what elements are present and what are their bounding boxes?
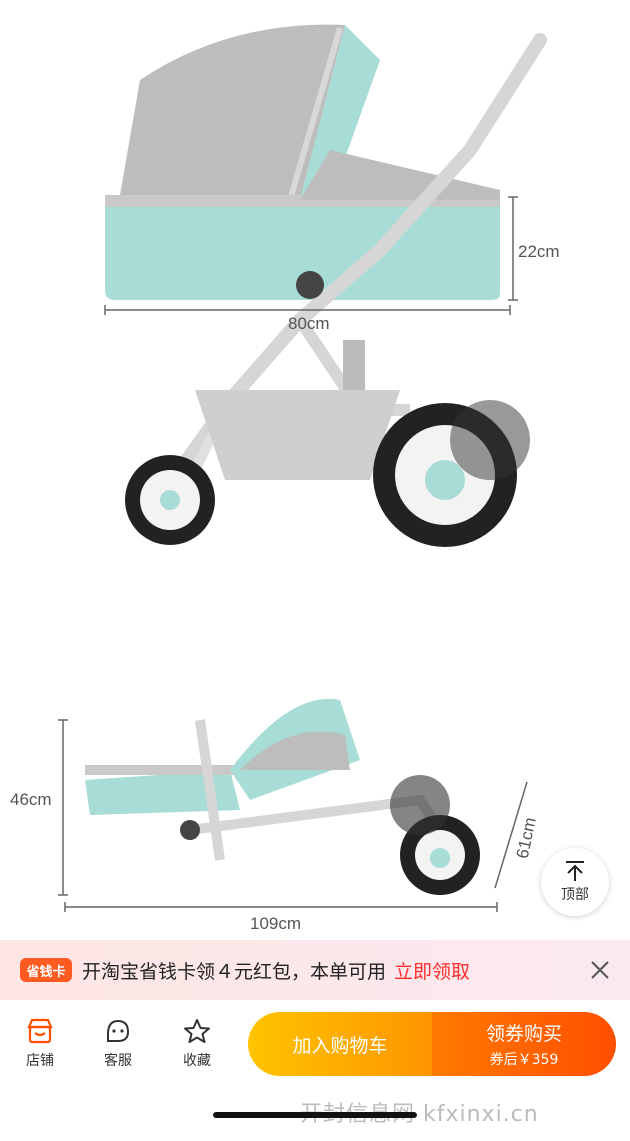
close-icon[interactable] — [588, 958, 612, 982]
tab-label: 店铺 — [26, 1053, 54, 1069]
savings-card-badge: 省钱卡 — [20, 958, 72, 982]
dimension-label: 80cm — [288, 314, 330, 333]
dimension-label: 46cm — [10, 790, 52, 809]
promo-banner[interactable]: 省钱卡 开淘宝省钱卡领４元红包，本单可用 立即领取 — [0, 940, 630, 1000]
stroller-illustration — [58, 24, 547, 912]
product-image: 22cm 80cm 46cm 61cm 109cm — [10, 24, 560, 933]
customer-service-icon — [107, 1019, 130, 1042]
buy-label: 领券购买 — [485, 1023, 562, 1045]
tab-store[interactable]: 店铺 — [10, 1018, 70, 1070]
star-icon — [184, 1019, 210, 1043]
price-after-coupon: 券后￥359 — [489, 1052, 559, 1068]
tab-customer-service[interactable]: 客服 — [88, 1018, 148, 1070]
dimension-label: 22cm — [518, 242, 560, 261]
arrow-up-icon — [566, 861, 584, 881]
back-to-top-button[interactable]: 顶部 — [541, 848, 609, 916]
tab-favorite[interactable]: 收藏 — [167, 1018, 227, 1070]
tab-label: 客服 — [104, 1053, 132, 1069]
back-to-top-label: 顶部 — [561, 887, 589, 903]
promo-text: 开淘宝省钱卡领４元红包，本单可用 — [82, 960, 387, 983]
claim-now-link[interactable]: 立即领取 — [394, 960, 471, 983]
buy-with-coupon-button[interactable]: 领券购买 券后￥359 — [432, 1012, 616, 1076]
bottom-action-bar: 店铺 客服 收藏 加入购物车 领券购买 券后￥359 开封信息网 kfxinxi… — [0, 1000, 630, 1141]
home-indicator — [213, 1112, 417, 1118]
dimension-label: 109cm — [250, 914, 302, 933]
tab-label: 收藏 — [183, 1053, 211, 1069]
store-icon — [27, 1018, 53, 1044]
add-to-cart-button[interactable]: 加入购物车 — [248, 1012, 432, 1076]
